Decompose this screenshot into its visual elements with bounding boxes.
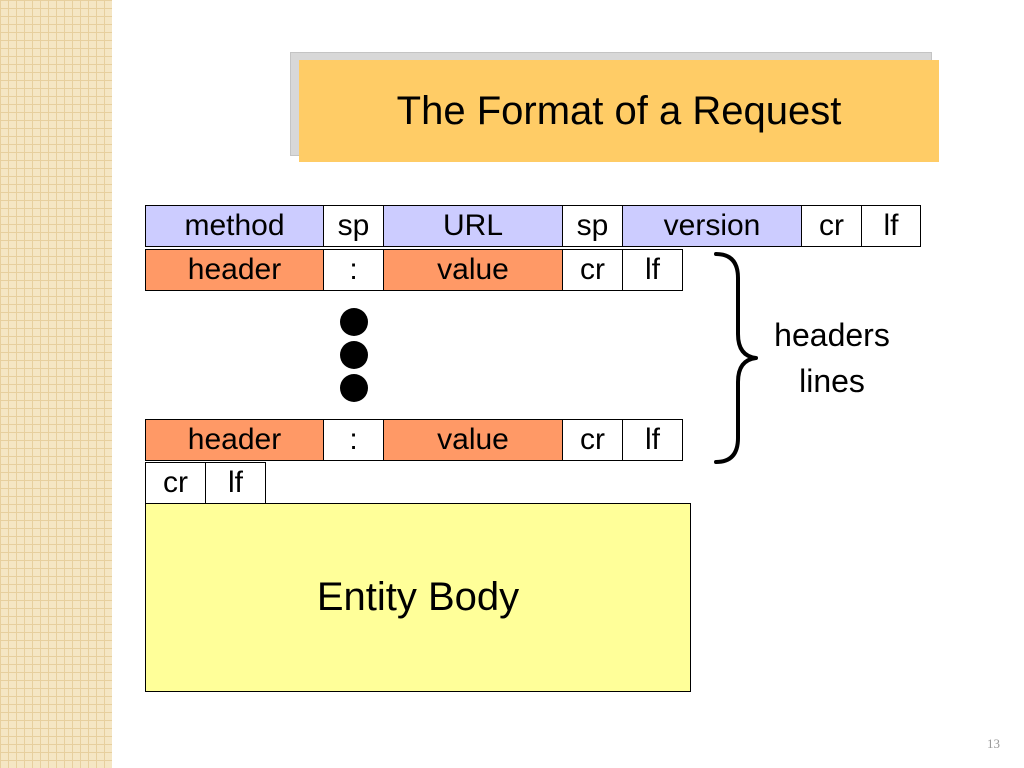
page-number: 13 [987, 736, 1000, 751]
header2-colon-cell: : [323, 419, 384, 461]
ellipsis-dot [340, 341, 368, 369]
request-sp1-cell: sp [323, 205, 384, 247]
decorative-side-strip [0, 0, 112, 768]
request-sp2-cell: sp [562, 205, 623, 247]
headers-label-line2: lines [799, 363, 865, 399]
header1-colon-cell: : [323, 249, 384, 291]
ellipsis-dot [340, 374, 368, 402]
entity-body-label: Entity Body [316, 575, 520, 619]
header2-cr-cell: cr [562, 419, 623, 461]
slide-title: The Format of a Request [396, 88, 842, 133]
header1-cr-cell: cr [562, 249, 623, 291]
request-version-cell: version [622, 205, 802, 247]
header1-value-cell: value [383, 249, 563, 291]
headers-label-line1: headers [774, 317, 890, 353]
header2-name-cell: header [145, 419, 324, 461]
header1-lf-cell: lf [622, 249, 683, 291]
request-method-cell: method [145, 205, 324, 247]
curly-brace-icon [714, 252, 758, 464]
request-url-cell: URL [383, 205, 563, 247]
blank-line-cr-cell: cr [145, 462, 206, 504]
header1-name-cell: header [145, 249, 324, 291]
header2-lf-cell: lf [622, 419, 683, 461]
headers-lines-label: headers lines [752, 312, 912, 404]
title-box: The Format of a Request [299, 60, 939, 162]
entity-body-box: Entity Body [145, 503, 691, 692]
ellipsis-dot [340, 308, 368, 336]
request-cr-cell: cr [801, 205, 862, 247]
header2-value-cell: value [383, 419, 563, 461]
blank-line-lf-cell: lf [205, 462, 266, 504]
request-lf-cell: lf [861, 205, 921, 247]
